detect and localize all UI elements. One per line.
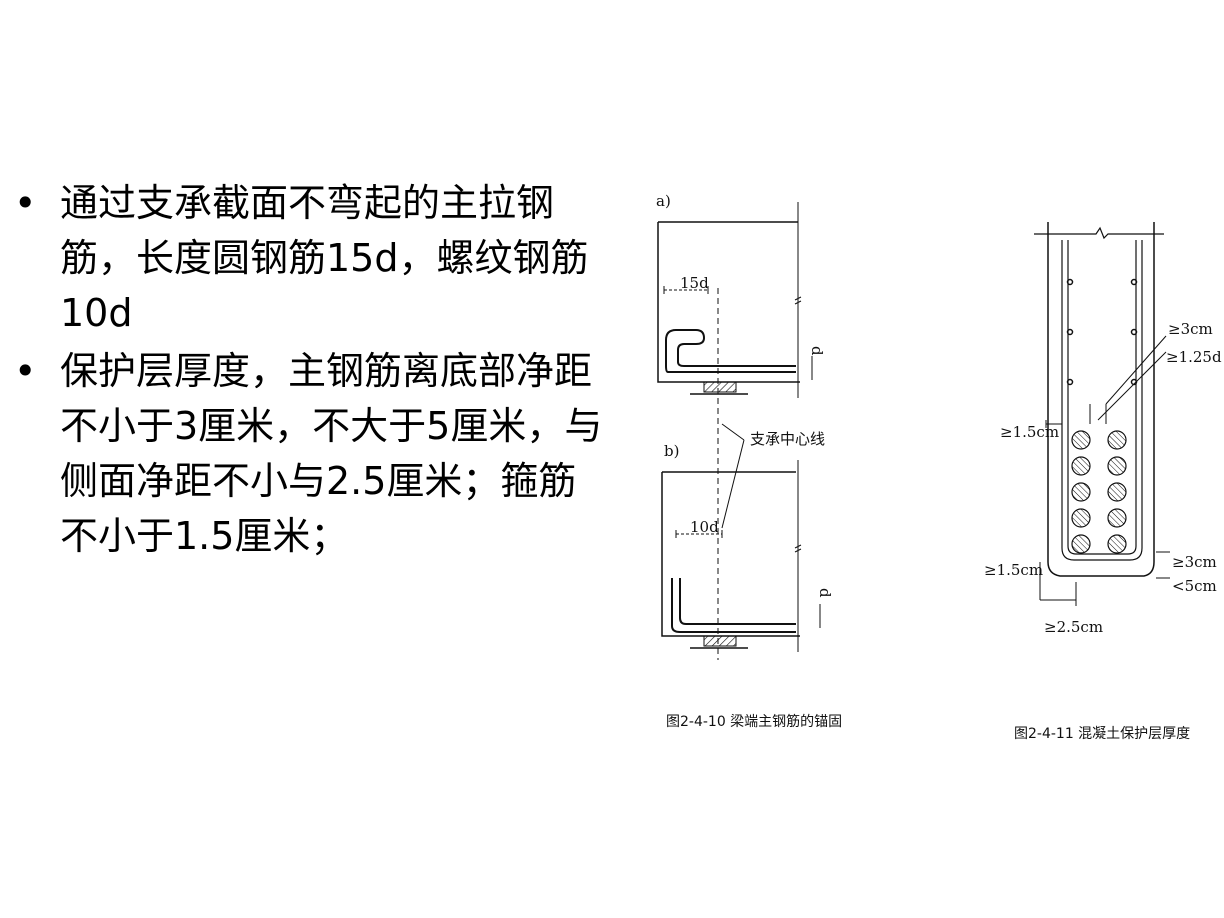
label-b: b) xyxy=(664,442,679,460)
support-centerline-label: 支承中心线 xyxy=(750,430,825,448)
dim-1-5cm-bottom: ≥1.5cm xyxy=(984,561,1043,579)
bullet-dot: • xyxy=(14,349,37,393)
bullet-text: 保护层厚度，主钢筋离底部净距不小于3厘米，不大于5厘米，与侧面净距不小与2.5厘… xyxy=(60,349,603,558)
dim-5cm: <5cm xyxy=(1172,577,1217,595)
label-a: a) xyxy=(656,192,671,210)
caption-left: 图2-4-10 梁端主钢筋的锚固 xyxy=(666,713,842,730)
dim-10d: 10d xyxy=(690,518,719,536)
bullet-item: • 保护层厚度，主钢筋离底部净距不小于3厘米，不大于5厘米，与侧面净距不小与2.… xyxy=(14,344,614,564)
bullet-dot: • xyxy=(14,181,37,225)
bullet-list: • 通过支承截面不弯起的主拉钢筋，长度圆钢筋15d，螺纹钢筋10d • 保护层厚… xyxy=(14,176,614,567)
figure-concrete-cover xyxy=(1034,222,1170,606)
dim-3cm-bottom: ≥3cm xyxy=(1172,553,1217,571)
caption-right: 图2-4-11 混凝土保护层厚度 xyxy=(1014,726,1190,742)
dim-d-b: d xyxy=(816,588,834,598)
dim-1-25d: ≥1.25d xyxy=(1166,348,1222,366)
dim-2-5cm: ≥2.5cm xyxy=(1044,618,1103,636)
dim-1-5cm-side: ≥1.5cm xyxy=(1000,423,1059,441)
dim-15d: 15d xyxy=(680,274,709,292)
dim-d-a: d xyxy=(808,346,826,356)
figure-beam-anchorage: a) 15d d 支承中心线 b) 10d d xyxy=(656,192,834,660)
dim-3cm-top: ≥3cm xyxy=(1168,320,1213,338)
bullet-text: 通过支承截面不弯起的主拉钢筋，长度圆钢筋15d，螺纹钢筋10d xyxy=(60,181,589,335)
bullet-item: • 通过支承截面不弯起的主拉钢筋，长度圆钢筋15d，螺纹钢筋10d xyxy=(14,176,614,341)
